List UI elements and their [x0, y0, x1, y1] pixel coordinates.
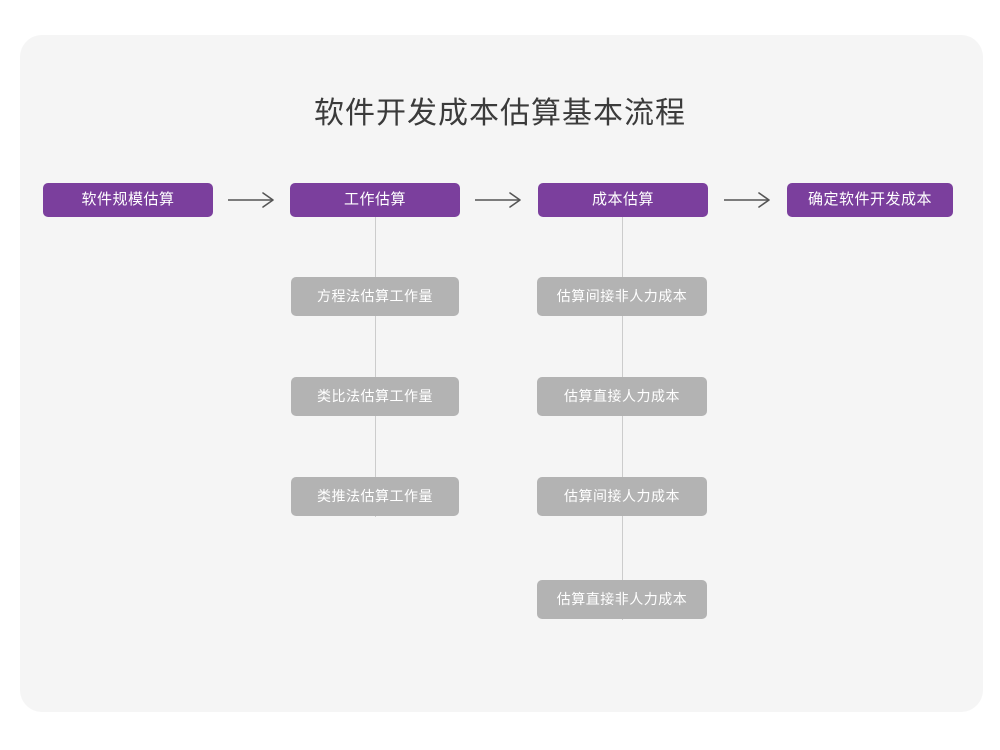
- stage-node-software-scale-estimation[interactable]: 软件规模估算: [43, 183, 213, 217]
- sub-node-inference-method-workload[interactable]: 类推法估算工作量: [291, 477, 459, 516]
- page-title: 软件开发成本估算基本流程: [314, 97, 686, 130]
- diagram-card-background: [20, 35, 983, 712]
- stage-node-cost-estimation[interactable]: 成本估算: [538, 183, 708, 217]
- sub-node-direct-non-labor-cost[interactable]: 估算直接非人力成本: [537, 580, 707, 619]
- arrow-stage3-to-stage4: [723, 190, 777, 210]
- sub-node-direct-labor-cost[interactable]: 估算直接人力成本: [537, 377, 707, 416]
- connector-line-cost-estimation: [622, 217, 623, 620]
- arrow-stage2-to-stage3: [474, 190, 528, 210]
- stage-node-determine-development-cost[interactable]: 确定软件开发成本: [787, 183, 953, 217]
- connector-line-work-estimation: [375, 217, 376, 517]
- sub-node-equation-method-workload[interactable]: 方程法估算工作量: [291, 277, 459, 316]
- arrow-stage1-to-stage2: [227, 190, 281, 210]
- sub-node-indirect-non-labor-cost[interactable]: 估算间接非人力成本: [537, 277, 707, 316]
- stage-node-work-estimation[interactable]: 工作估算: [290, 183, 460, 217]
- sub-node-analogy-method-workload[interactable]: 类比法估算工作量: [291, 377, 459, 416]
- sub-node-indirect-labor-cost[interactable]: 估算间接人力成本: [537, 477, 707, 516]
